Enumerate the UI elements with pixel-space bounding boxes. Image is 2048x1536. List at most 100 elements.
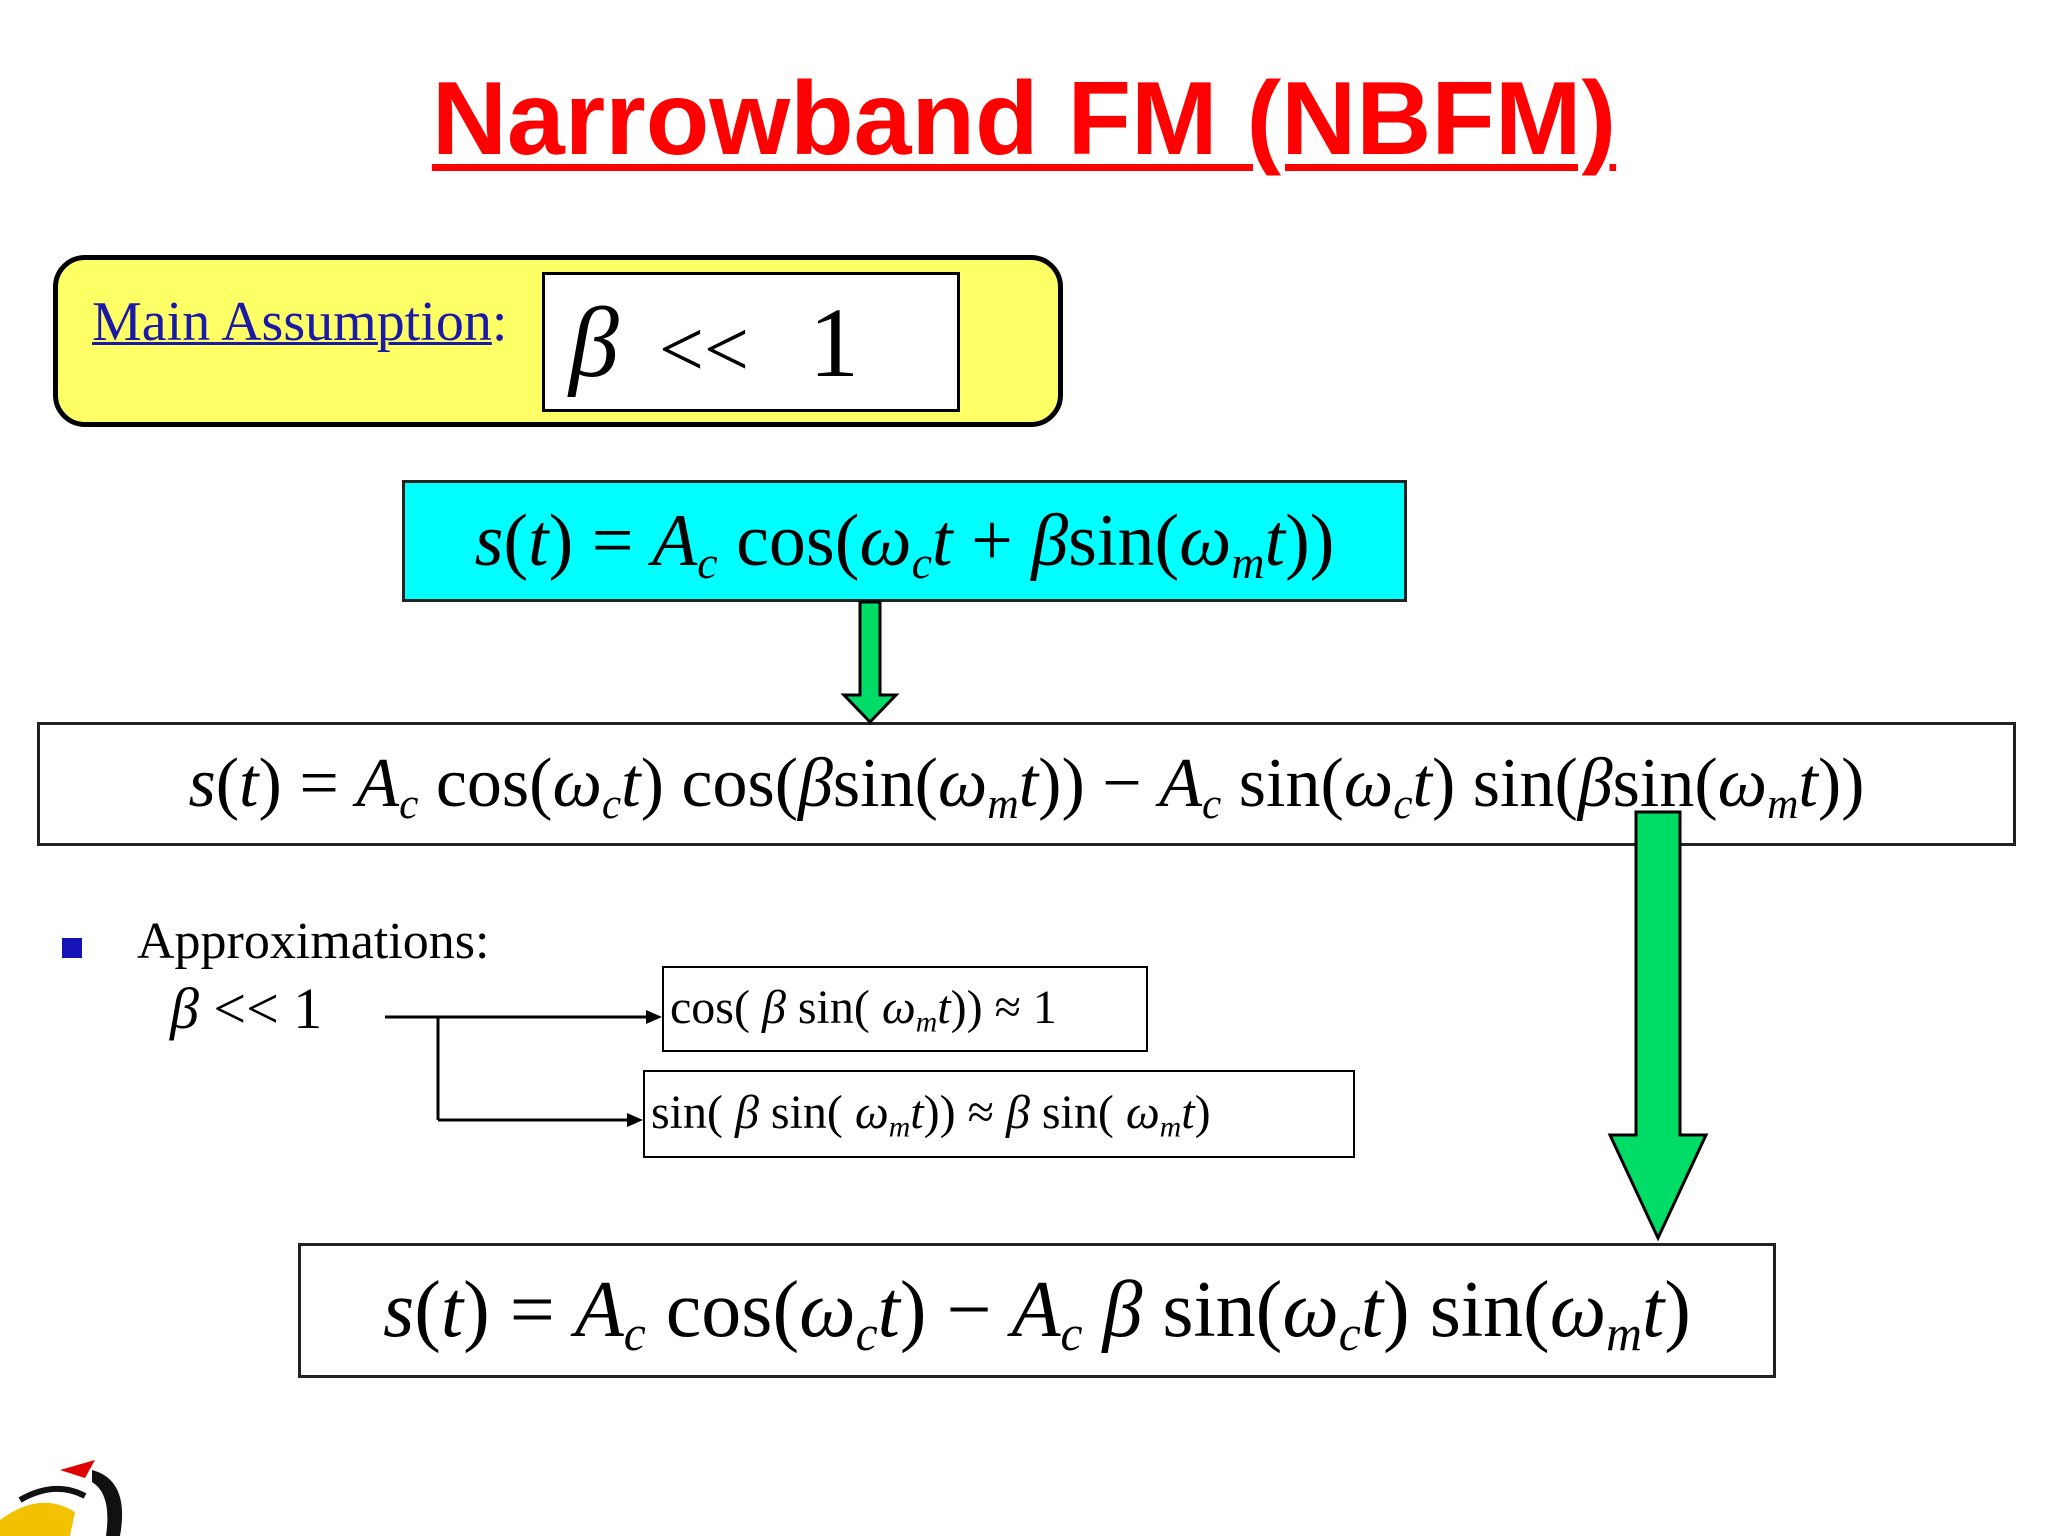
one-value: 1 — [809, 287, 860, 398]
eq2-t2: t — [621, 745, 641, 822]
expanded-equation: s(t) = Ac cos(ωct) cos(βsin(ωmt)) − Ac s… — [37, 722, 2016, 846]
a2-sin2: sin( — [1029, 1086, 1114, 1139]
beta-condition: β << 1 — [170, 975, 322, 1042]
eq3-sin: sin( — [1142, 1266, 1283, 1354]
eq2-t4: t — [1412, 745, 1432, 822]
a2-w: ω — [842, 1086, 889, 1139]
a1-sin: sin( — [785, 981, 870, 1034]
eq1-sin: sin( — [1068, 500, 1180, 582]
eq1-w2: ω — [1179, 500, 1232, 582]
beta-cond-rest: << 1 — [198, 976, 323, 1041]
eq3-minus: ) − — [899, 1266, 1012, 1354]
eq3-s: s — [383, 1266, 415, 1354]
eq1-w: ω — [859, 500, 912, 582]
eq2-beta: β — [798, 745, 833, 822]
a1-w: ω — [869, 981, 916, 1034]
eq2-m: m — [987, 780, 1019, 829]
eq3-c3: c — [1338, 1305, 1361, 1361]
eq3-w3: ω — [1549, 1266, 1607, 1354]
eq2-w: ω — [552, 745, 602, 822]
down-arrow-large-icon — [1607, 810, 1709, 1242]
eq1-eq: = — [573, 500, 652, 582]
square-bullet-icon — [62, 938, 82, 958]
a2-pre: sin( — [651, 1086, 723, 1139]
eq2-beta2: β — [1577, 745, 1613, 822]
beta-symbol: β — [569, 287, 619, 398]
arrowhead-approx1-icon — [646, 1010, 662, 1024]
eq2-sin4: sin( — [1612, 745, 1718, 822]
eq1-c: c — [697, 536, 718, 588]
eq2-rp: ) — [258, 745, 282, 822]
a2-t2: t — [1181, 1086, 1195, 1139]
eq3-cos: cos( — [645, 1266, 800, 1354]
eq1-cos: cos( — [717, 500, 860, 582]
eq1-c-sub: c — [911, 536, 932, 588]
a1-t: t — [937, 981, 951, 1034]
eq3-A: A — [574, 1266, 624, 1354]
eq2-c-sub: c — [601, 780, 622, 829]
eq3-t: t — [440, 1266, 464, 1354]
eq3-sin2: ) sin( — [1383, 1266, 1550, 1354]
approx-connector-lines — [385, 1015, 652, 1122]
assumption-label: Main Assumption: — [92, 290, 507, 354]
eq3-c-sub: c — [855, 1305, 878, 1361]
eq3-t2: t — [877, 1266, 900, 1354]
eq1-plus: + — [952, 500, 1032, 582]
a2-post: ) — [1194, 1086, 1211, 1139]
slide-title: Narrowband FM (NBFM) — [431, 61, 1617, 177]
eq3-t3: t — [1360, 1266, 1384, 1354]
eq2-t5: t — [1798, 745, 1818, 822]
eq3-beta: β — [1082, 1266, 1143, 1354]
eq2-sin: sin( — [832, 745, 938, 822]
cos-approximation: cos( β sin( ωmt)) ≈ 1 — [662, 966, 1148, 1052]
a1-pre: cos( — [670, 981, 750, 1034]
eq3-A2: A — [1011, 1266, 1061, 1354]
eq2-close: )) − — [1038, 745, 1160, 822]
arrowhead-approx2-icon — [627, 1113, 643, 1127]
eq3-c: c — [623, 1305, 646, 1361]
eq3-w2: ω — [1282, 1266, 1339, 1354]
eq2-s: s — [188, 745, 216, 822]
eq1-A: A — [652, 500, 698, 582]
a2-beta: β — [723, 1086, 759, 1139]
assumption-formula-box: β<<1 — [542, 272, 960, 412]
university-logo — [0, 1460, 123, 1536]
eq3-t4: t — [1642, 1266, 1665, 1354]
eq2-close2: )) — [1817, 745, 1865, 822]
assumption-colon: : — [491, 291, 508, 353]
eq1-m: m — [1231, 536, 1265, 588]
eq1-t2: t — [932, 500, 953, 582]
eq1-lp: ( — [503, 500, 529, 582]
eq2-t3: t — [1018, 745, 1039, 822]
eq2-c3: c — [1393, 780, 1413, 829]
eq3-eq: = — [489, 1266, 575, 1354]
eq3-lp: ( — [414, 1266, 441, 1354]
eq2-cos2: ) cos( — [640, 745, 799, 822]
fm-signal-equation: s(t) = Ac cos(ωct + βsin(ωmt)) — [402, 480, 1407, 602]
assumption-label-text: Main Assumption — [92, 291, 492, 353]
a1-m: m — [915, 1005, 938, 1039]
eq2-w2: ω — [937, 745, 988, 822]
approximations-label: Approximations: — [137, 913, 490, 970]
a2-t: t — [910, 1086, 924, 1139]
eq2-m2: m — [1767, 780, 1799, 829]
eq2-lp: ( — [215, 745, 240, 822]
eq1-t3: t — [1264, 500, 1286, 582]
eq1-rp: ) — [548, 500, 574, 582]
eq2-A: A — [356, 745, 400, 822]
a2-beta2: β — [1005, 1086, 1030, 1139]
eq2-sin2: sin( — [1221, 745, 1344, 822]
eq3-close: ) — [1664, 1266, 1691, 1354]
eq2-A2: A — [1159, 745, 1203, 822]
a2-m2: m — [1159, 1110, 1182, 1144]
nbfm-result-equation: s(t) = Ac cos(ωct) − Ac β sin(ωct) sin(ω… — [298, 1243, 1776, 1378]
a2-m: m — [888, 1110, 911, 1144]
eq1-close: )) — [1285, 500, 1335, 582]
a2-mid: )) ≈ — [923, 1086, 1006, 1139]
eq2-w4: ω — [1717, 745, 1768, 822]
eq2-eq: = — [281, 745, 357, 822]
eq3-m: m — [1606, 1305, 1642, 1361]
sin-approximation: sin( β sin( ωmt)) ≈ β sin( ωmt) — [643, 1070, 1355, 1158]
eq2-t: t — [239, 745, 259, 822]
eq3-c2: c — [1060, 1305, 1083, 1361]
